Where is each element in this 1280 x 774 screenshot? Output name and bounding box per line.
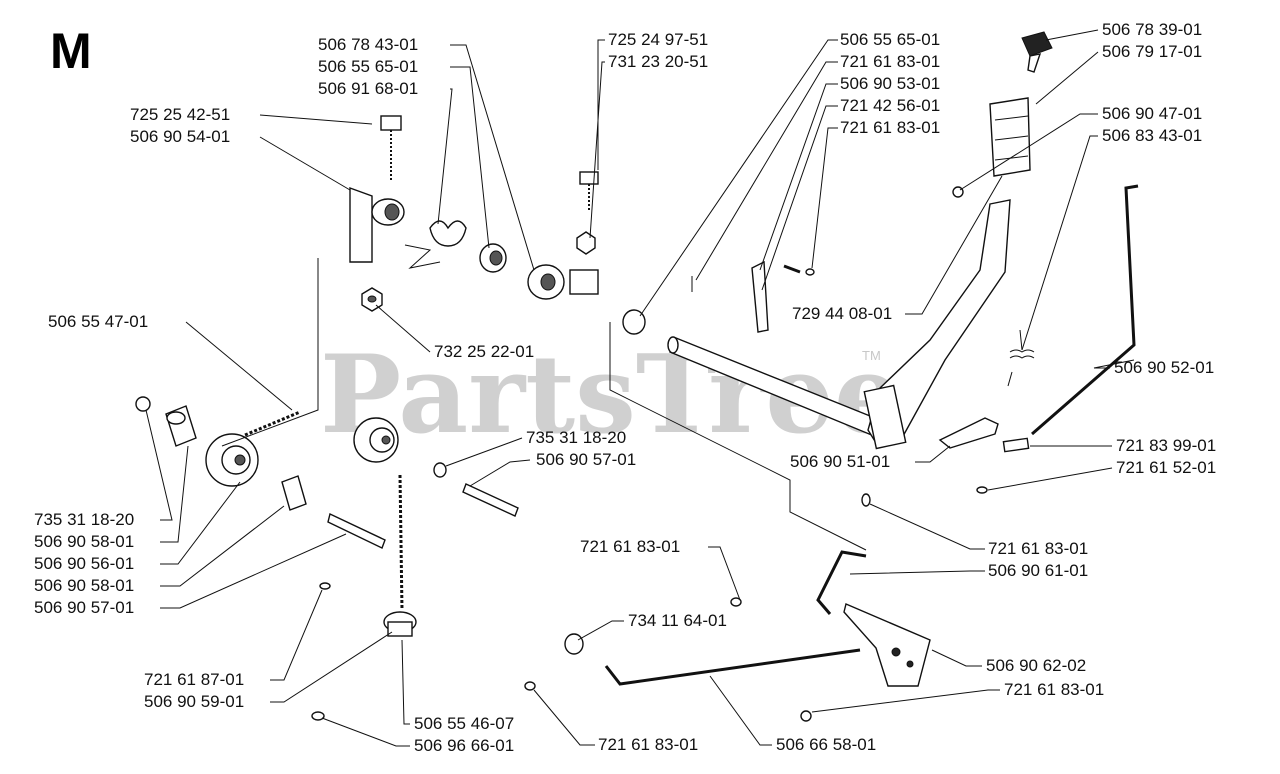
label-506-78-39-01[interactable]: 506 78 39-01 xyxy=(1102,20,1202,39)
pulley-shaft-part[interactable] xyxy=(327,513,386,549)
leader-lines xyxy=(145,29,1135,747)
part-labels: 725 25 42-51 506 90 54-01 506 78 43-01 5… xyxy=(34,20,1216,755)
label-732-25-22-01[interactable]: 732 25 22-01 xyxy=(434,342,534,361)
plate-clips-part[interactable] xyxy=(524,597,812,722)
label-506-90-53-01[interactable]: 506 90 53-01 xyxy=(840,74,940,93)
label-506-90-54-01[interactable]: 506 90 54-01 xyxy=(130,127,230,146)
label-721-61-83-01-e[interactable]: 721 61 83-01 xyxy=(1004,680,1104,699)
label-506-55-46-07[interactable]: 506 55 46-07 xyxy=(414,714,514,733)
pins-part[interactable] xyxy=(691,260,815,333)
label-734-11-64-01[interactable]: 734 11 64-01 xyxy=(628,611,727,630)
label-506-90-57-01-left[interactable]: 506 90 57-01 xyxy=(34,598,134,617)
label-506-90-51-01[interactable]: 506 90 51-01 xyxy=(790,452,890,471)
bracket-part[interactable] xyxy=(349,187,405,263)
label-721-61-83-01-c[interactable]: 721 61 83-01 xyxy=(580,537,680,556)
label-721-83-99-01[interactable]: 721 83 99-01 xyxy=(1116,436,1216,455)
pivot-plate-part[interactable] xyxy=(843,603,931,687)
label-506-90-58-01-b[interactable]: 506 90 58-01 xyxy=(34,576,134,595)
label-721-61-52-01[interactable]: 721 61 52-01 xyxy=(1116,458,1216,477)
pulley-part-right[interactable] xyxy=(353,417,399,463)
label-731-23-20-51[interactable]: 731 23 20-51 xyxy=(608,52,708,71)
label-506-90-62-02[interactable]: 506 90 62-02 xyxy=(986,656,1086,675)
section-letter: M xyxy=(50,23,92,79)
lower-clips-part[interactable] xyxy=(311,582,331,721)
knob-part[interactable] xyxy=(1021,31,1053,73)
label-721-61-83-01-a[interactable]: 721 61 83-01 xyxy=(840,52,940,71)
label-506-55-65-01-upper[interactable]: 506 55 65-01 xyxy=(318,57,418,76)
bushing-part-upper[interactable] xyxy=(479,243,507,273)
bushing-part-shaft[interactable] xyxy=(622,309,646,335)
label-506-83-43-01[interactable]: 506 83 43-01 xyxy=(1102,126,1202,145)
label-721-61-83-01-f[interactable]: 721 61 83-01 xyxy=(598,735,698,754)
label-506-66-58-01[interactable]: 506 66 58-01 xyxy=(776,735,876,754)
lower-bushing-part[interactable] xyxy=(383,611,417,637)
label-506-78-43-01[interactable]: 506 78 43-01 xyxy=(318,35,418,54)
label-506-55-65-01-shaft[interactable]: 506 55 65-01 xyxy=(840,30,940,49)
label-506-90-56-01[interactable]: 506 90 56-01 xyxy=(34,554,134,573)
spacer-part-2[interactable] xyxy=(281,475,307,511)
torsion-spring-part[interactable] xyxy=(404,220,467,269)
label-506-90-59-01[interactable]: 506 90 59-01 xyxy=(144,692,244,711)
idler-chain-part[interactable] xyxy=(244,410,404,611)
bolt-part-2[interactable] xyxy=(576,171,599,255)
label-725-25-42-51[interactable]: 725 25 42-51 xyxy=(130,105,230,124)
label-729-44-08-01[interactable]: 729 44 08-01 xyxy=(792,304,892,323)
handle-grip-part[interactable] xyxy=(989,97,1031,177)
rod-part[interactable] xyxy=(1031,184,1139,436)
label-506-90-57-01-right[interactable]: 506 90 57-01 xyxy=(536,450,636,469)
washer-part-left[interactable] xyxy=(135,396,151,412)
tension-spring-part[interactable] xyxy=(1007,329,1035,387)
label-735-31-18-20-left[interactable]: 735 31 18-20 xyxy=(34,510,134,529)
spacer-part[interactable] xyxy=(165,405,197,447)
washer-part-right[interactable] xyxy=(433,462,447,478)
bracket-plate-part[interactable] xyxy=(938,417,1030,453)
parts-illustration xyxy=(135,31,1139,722)
label-725-24-97-51[interactable]: 725 24 97-51 xyxy=(608,30,708,49)
linkage-rod-part[interactable] xyxy=(816,493,871,615)
long-rod-part[interactable] xyxy=(564,633,861,686)
label-506-90-52-01[interactable]: 506 90 52-01 xyxy=(1114,358,1214,377)
label-506-90-58-01-a[interactable]: 506 90 58-01 xyxy=(34,532,134,551)
label-506-79-17-01[interactable]: 506 79 17-01 xyxy=(1102,42,1202,61)
label-506-90-61-01[interactable]: 506 90 61-01 xyxy=(988,561,1088,580)
control-lever-part[interactable] xyxy=(863,199,1011,450)
cotter-pin-part[interactable] xyxy=(976,486,988,494)
label-735-31-18-20-right[interactable]: 735 31 18-20 xyxy=(526,428,626,447)
label-721-61-83-01-d[interactable]: 721 61 83-01 xyxy=(988,539,1088,558)
hub-part[interactable] xyxy=(527,264,599,300)
label-506-55-47-01[interactable]: 506 55 47-01 xyxy=(48,312,148,331)
label-721-61-83-01-b[interactable]: 721 61 83-01 xyxy=(840,118,940,137)
label-721-61-87-01[interactable]: 721 61 87-01 xyxy=(144,670,244,689)
pulley-shaft-part-right[interactable] xyxy=(462,483,519,517)
label-721-42-56-01[interactable]: 721 42 56-01 xyxy=(840,96,940,115)
bolt-part[interactable] xyxy=(380,115,402,180)
label-506-90-47-01[interactable]: 506 90 47-01 xyxy=(1102,104,1202,123)
watermark-tm: TM xyxy=(862,348,881,363)
label-506-91-68-01[interactable]: 506 91 68-01 xyxy=(318,79,418,98)
pulley-part-left[interactable] xyxy=(205,433,259,487)
label-506-96-66-01[interactable]: 506 96 66-01 xyxy=(414,736,514,755)
